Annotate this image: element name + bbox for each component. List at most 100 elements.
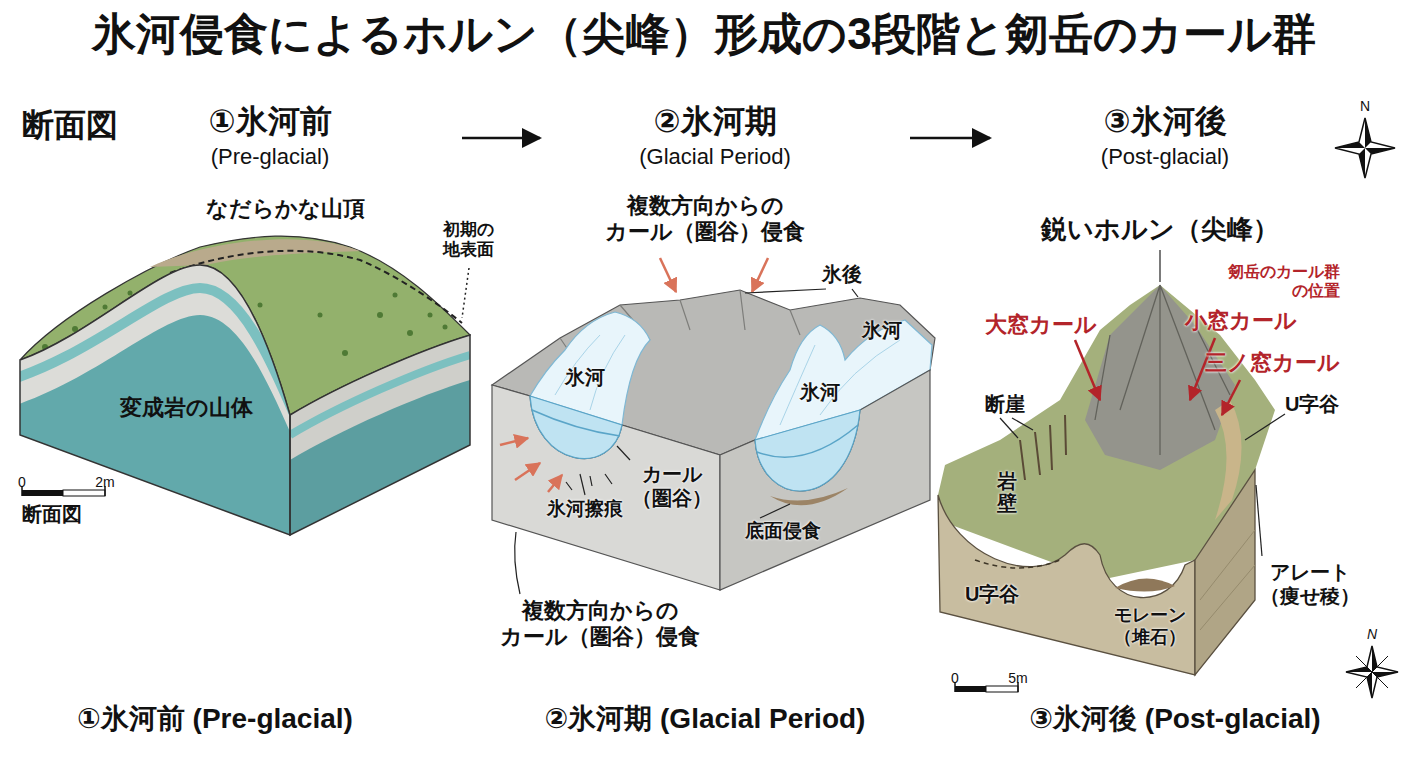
compass-rose <box>1346 646 1398 698</box>
pre-glacial-block <box>290 335 470 535</box>
pre-glacial-block <box>290 380 470 535</box>
post-glacial-block <box>938 285 1275 675</box>
feature-label: アレート （痩せ稜） <box>1254 560 1366 608</box>
erosion-arrow <box>500 438 528 445</box>
north-mark: N <box>1367 626 1377 643</box>
leader-line <box>1012 418 1033 430</box>
pre-glacial-block <box>377 312 383 318</box>
glacier-label: 氷河 <box>862 318 902 342</box>
scale-bar <box>63 490 105 496</box>
compass-rose <box>1335 118 1395 178</box>
cirque-name: 三ノ窓カール <box>1205 350 1340 376</box>
north-mark: N <box>1360 98 1370 115</box>
glacial-block <box>770 488 848 505</box>
leader-line <box>462 268 469 318</box>
glacial-block <box>755 410 860 491</box>
leader-line <box>617 446 630 460</box>
stage-subheading: (Pre-glacial) <box>211 144 330 170</box>
scale-number: 2m <box>95 474 114 491</box>
post-glacial-block <box>975 560 1060 568</box>
leader-line <box>515 532 520 594</box>
erosion-arrow <box>548 475 562 492</box>
erosion-arrow <box>500 258 768 492</box>
scale-bar <box>22 486 105 496</box>
leader-line <box>1000 418 1018 438</box>
scale-caption: 断面図 <box>22 502 82 526</box>
pre-glacial-block <box>342 350 348 356</box>
leader-line <box>1000 250 1285 556</box>
leader-line <box>1159 250 1160 282</box>
scale-bar <box>22 490 63 496</box>
rock-label: 変成岩の山体 <box>120 395 253 421</box>
pre-glacial-block <box>20 265 290 535</box>
pre-glacial-block <box>290 355 470 535</box>
scale-number: 5m <box>1008 670 1027 687</box>
glacier-label: 氷河 <box>800 380 840 404</box>
pre-glacial-block <box>428 313 433 318</box>
pre-glacial-block <box>103 305 108 310</box>
glacial-block <box>492 385 720 590</box>
stage-subheading: (Glacial Period) <box>639 144 791 170</box>
stage-heading: ①氷河前 <box>208 102 331 140</box>
leader-line <box>515 289 858 594</box>
feature-label: なだらかな山頂 <box>206 196 365 222</box>
glacial-block <box>555 335 900 425</box>
cirque-name: 小窓カール <box>1185 308 1297 334</box>
pre-glacial-block <box>407 330 413 336</box>
compass-rose <box>1346 646 1398 698</box>
stage-caption: ①氷河前 (Pre-glacial) <box>77 702 353 736</box>
diagram-title: 氷河侵食によるホルン（尖峰）形成の3段階と剱岳のカール群 <box>92 8 1315 61</box>
cirque-arrow <box>1075 340 1100 400</box>
leader-line <box>1256 485 1262 556</box>
stage-caption: ③氷河後 (Post-glacial) <box>1029 702 1320 736</box>
post-glacial-block <box>938 495 1195 675</box>
glacial-block <box>757 425 858 457</box>
leader-line <box>760 504 790 518</box>
pre-glacial-block <box>393 293 398 298</box>
feature-label: U字谷 <box>965 582 1019 606</box>
pre-glacial-block <box>0 288 300 575</box>
process-label: 複数方向からの カール（圏谷）侵食 <box>599 193 810 246</box>
leader-line <box>852 289 858 297</box>
compass-rose <box>1335 118 1395 178</box>
pre-glacial-block <box>0 236 470 575</box>
process-label: 複数方向からの カール（圏谷）侵食 <box>494 598 705 651</box>
cirque-group-note: 剱岳のカール群 の位置 <box>1222 262 1340 300</box>
feature-label: U字谷 <box>1285 392 1339 416</box>
leader-line <box>580 474 585 495</box>
glacier-label: 氷河 <box>565 365 605 389</box>
feature-label: 鋭いホルン（尖峰） <box>1041 214 1279 245</box>
erosion-arrow <box>660 258 676 292</box>
stage-caption: ②氷河期 (Glacial Period) <box>545 702 866 736</box>
glacial-block <box>492 290 935 590</box>
feature-label: 氷後 <box>822 262 862 286</box>
feature-label: 底面侵食 <box>745 520 821 543</box>
compass-rose <box>1335 118 1395 178</box>
post-glacial-block <box>1200 530 1255 630</box>
feature-label: カール （圏谷） <box>626 462 718 510</box>
pre-glacial-block <box>443 325 448 330</box>
stage-heading: ③氷河後 <box>1103 102 1226 140</box>
feature-label: 断崖 <box>985 392 1025 416</box>
view-label: 断面図 <box>22 106 118 144</box>
pre-glacial-block <box>290 335 470 535</box>
leader-line <box>745 289 826 293</box>
stage-subheading: (Post-glacial) <box>1101 144 1229 170</box>
leader-line <box>1245 414 1285 440</box>
leader-line <box>462 268 469 318</box>
stage-arrow <box>462 137 540 140</box>
post-glacial-block <box>1115 578 1175 591</box>
glacial-block <box>532 410 620 436</box>
post-glacial-block <box>1195 470 1255 675</box>
pre-glacial-block <box>258 303 263 308</box>
feature-label: 氷河擦痕 <box>547 498 623 521</box>
pre-glacial-block <box>318 313 323 318</box>
cirque-arrow <box>1222 380 1240 415</box>
feature-label: 初期の 地表面 <box>437 220 498 261</box>
glacial-block <box>720 370 930 590</box>
post-glacial-block <box>1020 415 1066 480</box>
feature-label: 岩壁 <box>997 470 1017 514</box>
glacial-block <box>530 396 622 459</box>
scale-bar <box>986 686 1018 692</box>
feature-label: モレーン （堆石） <box>1109 605 1192 648</box>
